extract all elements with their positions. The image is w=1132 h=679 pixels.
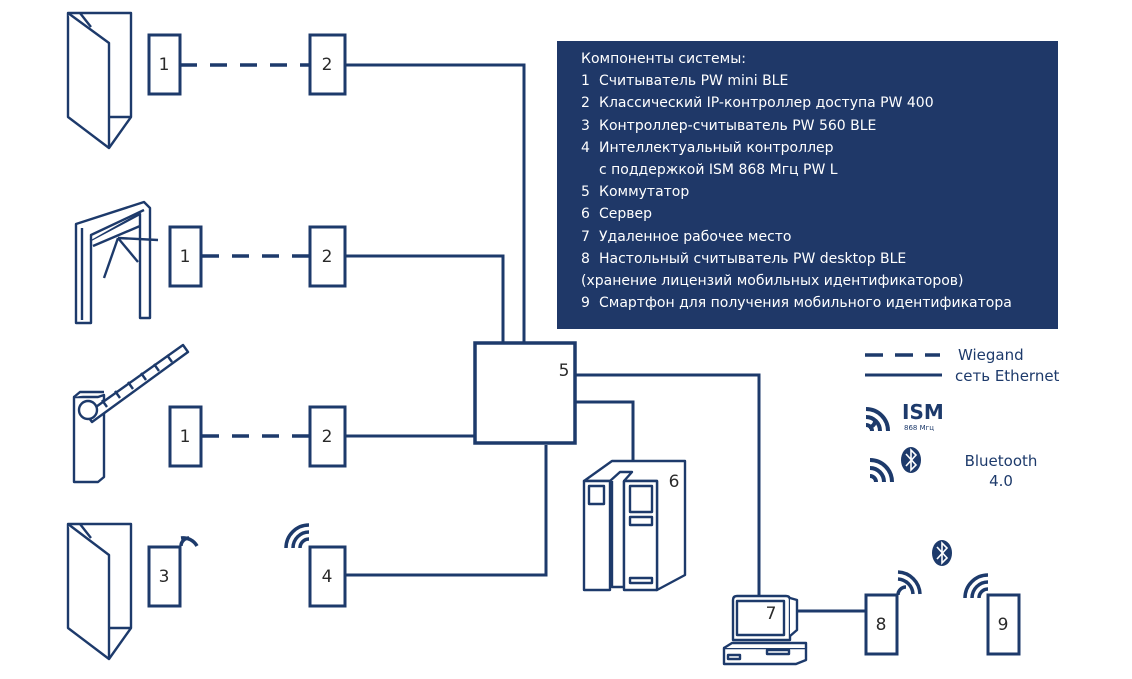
legend-bluetooth-icon	[901, 447, 921, 473]
component-item-2: 2 Классический IP-контроллер доступа PW 4…	[581, 92, 1048, 114]
component-item-3: 3 Контроллер-считыватель PW 560 BLE	[581, 115, 1048, 137]
component-label: Коммутатор	[599, 184, 690, 201]
component-item-4-continuation: с поддержкой ISM 868 Мгц PW L	[599, 162, 838, 179]
component-label: Контроллер-считыватель PW 560 BLE	[599, 117, 877, 134]
component-label: Смартфон для получения мобильного иденти…	[599, 295, 1012, 312]
component-number: 7	[581, 228, 590, 245]
legend-bluetooth-label-line2: 4.0	[989, 472, 1013, 490]
component-label: Сервер	[599, 206, 653, 223]
component-item-8-continuation: (хранение лицензий мобильных идентификат…	[581, 273, 964, 290]
component-item-7: 7 Удаленное рабочее место	[581, 226, 1048, 248]
component-number: 8	[581, 250, 590, 267]
component-item-1: 1 Считыватель PW mini BLE	[581, 70, 1048, 92]
reader-label-row3: 1	[180, 427, 191, 447]
component-label: Интеллектуальный контроллер	[599, 139, 834, 156]
component-number: 6	[581, 206, 590, 223]
wiegand-connections	[180, 63, 310, 438]
component-item-9: 9 Смартфон для получения мобильного идент…	[581, 292, 1048, 314]
ethernet-line-server	[575, 400, 635, 460]
component-item-6: 6 Сервер	[581, 203, 1048, 225]
ism-controller-label: 4	[322, 567, 333, 587]
wireless-icon-controller-reader	[179, 536, 199, 547]
ethernet-line-ism	[345, 445, 548, 577]
components-panel: Компоненты системы: 1 Считыватель PW mini…	[557, 41, 1058, 329]
legend-ethernet-label: сеть Ethernet	[955, 367, 1060, 385]
legend: Wiegand сеть Ethernet ISM 868 Мгц Blueto…	[865, 346, 1060, 490]
legend-ism-title: ISM	[902, 400, 944, 424]
component-label: Считыватель PW mini BLE	[599, 73, 789, 90]
reader-label-row1: 1	[159, 55, 170, 75]
controller-label-row1: 2	[322, 55, 333, 75]
smartphone-label: 9	[998, 615, 1009, 635]
component-item-5: 5 Коммутатор	[581, 181, 1048, 203]
smartphone-box[interactable]	[986, 593, 1021, 656]
ism-controller-box[interactable]	[308, 545, 347, 608]
network-switch-box[interactable]	[473, 341, 577, 445]
ethernet-line-workstation	[575, 373, 761, 596]
component-item-4: 4 Интеллектуальный контроллер	[581, 137, 1048, 159]
wireless-icon-ism-controller	[284, 523, 310, 549]
workstation-label: 7	[766, 604, 777, 624]
barrier-gate-icon	[72, 343, 190, 484]
door-icon	[66, 11, 133, 150]
component-label: Классический IP-контроллер доступа PW 40…	[599, 95, 934, 112]
bluetooth-icon-devices	[932, 540, 952, 566]
controller-reader-box[interactable]	[147, 545, 182, 608]
controller-label-row3: 2	[322, 427, 333, 447]
controller-box-row2[interactable]	[308, 225, 347, 288]
component-number: 2	[581, 95, 590, 112]
controller-box-row3[interactable]	[308, 405, 347, 468]
component-number: 3	[581, 117, 590, 134]
network-switch-label: 5	[559, 361, 570, 381]
workstation-icon[interactable]	[722, 594, 808, 666]
door-icon-bottom	[66, 522, 133, 661]
legend-wiegand-label: Wiegand	[958, 346, 1024, 364]
desktop-reader-label: 8	[876, 615, 887, 635]
turnstile-icon	[74, 200, 159, 325]
ethernet-line-row1	[345, 63, 526, 343]
controller-box-row1[interactable]	[308, 33, 347, 96]
server-label: 6	[669, 472, 680, 492]
component-item-8: 8 Настольный считыватель PW desktop BLE	[581, 248, 1048, 270]
legend-ism-wireless-icon	[865, 407, 890, 432]
component-label: Настольный считыватель PW desktop BLE	[599, 250, 907, 267]
component-number: 4	[581, 139, 590, 156]
legend-ism-subtitle: 868 Мгц	[904, 424, 934, 432]
controller-reader-label: 3	[159, 567, 170, 587]
reader-label-row2: 1	[180, 247, 191, 267]
ethernet-line-row2	[345, 254, 505, 343]
reader-box-row1[interactable]	[147, 33, 182, 96]
component-number: 5	[581, 184, 590, 201]
wireless-icon-desktop-reader	[896, 570, 922, 596]
server-icon[interactable]	[582, 459, 687, 592]
component-number: 9	[581, 295, 590, 312]
reader-box-row3[interactable]	[168, 405, 203, 468]
components-panel-title: Компоненты системы:	[581, 51, 746, 67]
desktop-reader-box[interactable]	[864, 593, 899, 656]
wireless-icon-smartphone	[963, 573, 989, 599]
component-number: 1	[581, 73, 590, 90]
ethernet-connections	[345, 63, 866, 613]
reader-box-row2[interactable]	[168, 225, 203, 288]
component-label: Удаленное рабочее место	[599, 228, 792, 245]
legend-bluetooth-wireless-icon	[869, 458, 894, 483]
controller-label-row2: 2	[322, 247, 333, 267]
legend-bluetooth-label-line1: Bluetooth	[965, 452, 1038, 470]
